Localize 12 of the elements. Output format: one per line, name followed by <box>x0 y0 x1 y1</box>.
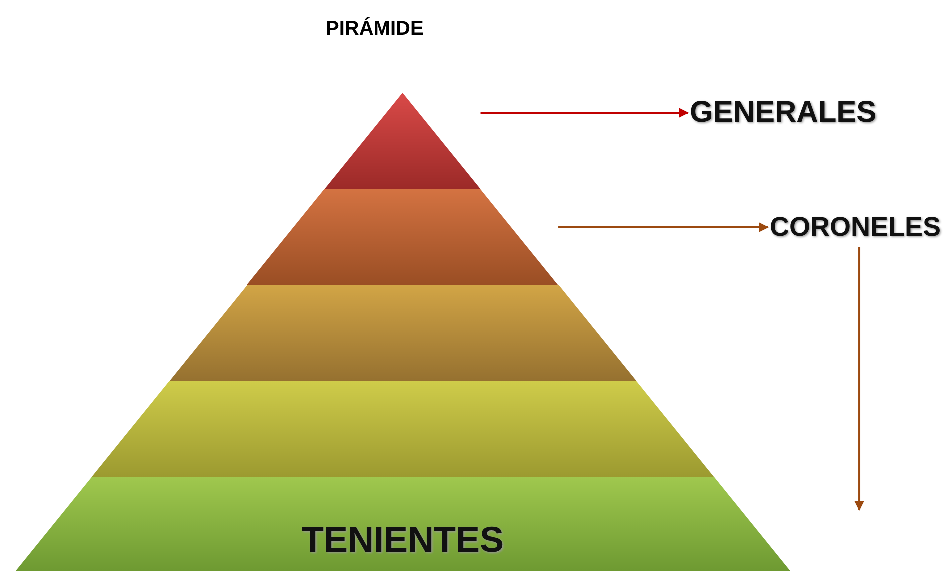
arrow <box>480 108 689 118</box>
arrow <box>854 247 865 511</box>
pyramid-layer <box>16 477 790 571</box>
rank-label: GENERALES <box>690 96 877 130</box>
arrow <box>558 222 769 232</box>
pyramid-layer <box>247 189 558 285</box>
rank-label: CORONELES <box>770 212 942 243</box>
pyramid-layer <box>92 381 714 477</box>
pyramid-layer <box>170 285 636 381</box>
title: PIRÁMIDE <box>326 18 424 41</box>
rank-label: TENIENTES <box>302 519 504 561</box>
pyramid-layer <box>325 93 481 189</box>
